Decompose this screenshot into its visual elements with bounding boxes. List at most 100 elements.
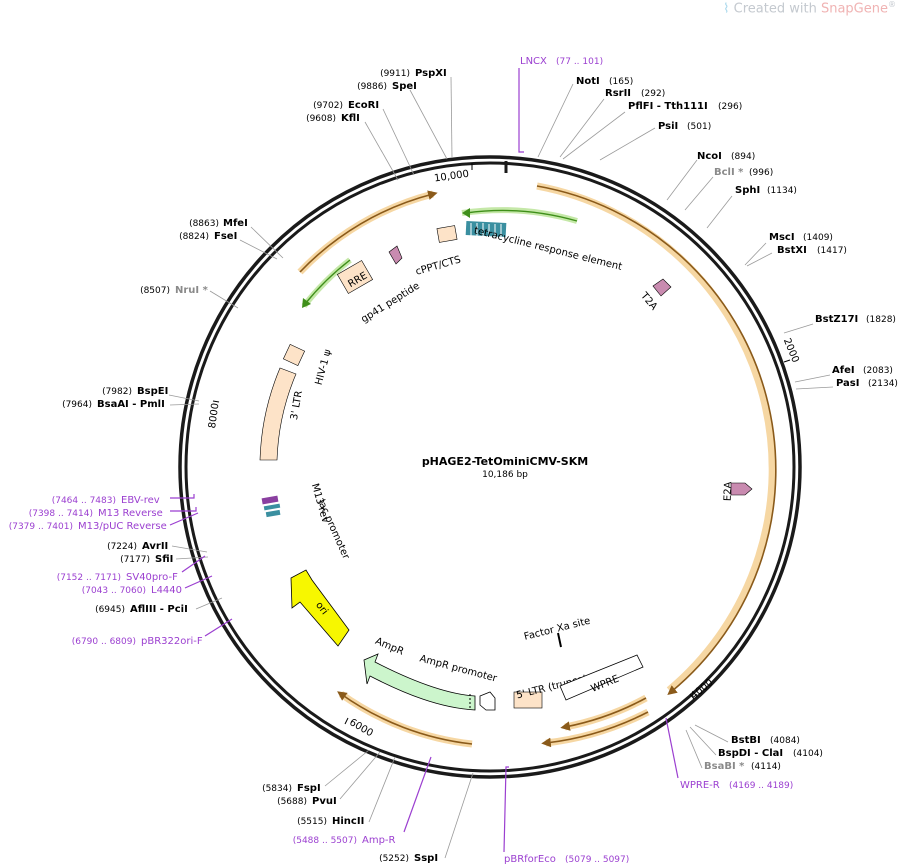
tick-mark-8000 xyxy=(212,400,220,403)
enzyme-label: SpeI xyxy=(392,81,417,92)
enzyme-label: BspDI - ClaI xyxy=(718,748,783,759)
enzyme-pos: (8824) xyxy=(179,232,209,242)
enzyme-label: MfeI xyxy=(223,218,248,229)
ltr5-shape xyxy=(513,691,543,709)
enzyme-labels-right: NotI (165) RsrII (292) PflFI - Tth111I (… xyxy=(576,76,898,772)
enzyme-pos: (8507) xyxy=(140,286,170,296)
enzyme-label: AflIII - PciI xyxy=(130,604,188,615)
primer-pos: (7464 .. 7483) xyxy=(52,496,116,506)
e2a-label: E2A xyxy=(723,481,735,501)
tick-label-2000: 2000 xyxy=(781,337,801,365)
tick-label-8000: 8000 xyxy=(207,402,221,429)
enzyme-label: AfeI xyxy=(832,365,855,376)
lac-label: lac promoter xyxy=(315,498,351,562)
ampr-promoter-label: AmpR promoter xyxy=(418,653,498,684)
ampr-shape xyxy=(363,653,476,711)
orf-arc-topleft-halo xyxy=(297,190,434,275)
tick-label-10000: 10,000 xyxy=(433,169,469,185)
enzyme-label: RsrII xyxy=(605,88,631,99)
enzyme-label: BsaBI * xyxy=(704,761,745,772)
tick-label-4000: 4000 xyxy=(689,677,716,702)
enzyme-pos: (5688) xyxy=(277,797,307,807)
enzyme-pos: (894) xyxy=(731,152,755,162)
enzyme-label: PsiI xyxy=(658,121,678,132)
enzyme-pos: (1417) xyxy=(817,246,847,256)
enzyme-pos: (2083) xyxy=(863,366,893,376)
t2a-label: T2A xyxy=(638,290,660,313)
watermark-logo-icon: ⌇ xyxy=(723,1,730,17)
primer-pos: (5488 .. 5507) xyxy=(293,836,357,846)
e2a-shape xyxy=(730,482,753,496)
orf-arcs xyxy=(297,182,777,748)
fxa-label: Factor Xa site xyxy=(523,616,592,643)
orf-arc-small-1-halo xyxy=(564,694,648,731)
enzyme-pos: (7224) xyxy=(107,542,137,552)
orf-arc-main xyxy=(536,185,777,696)
lac-shape xyxy=(265,509,281,518)
fxa-mark xyxy=(557,632,562,648)
enzyme-label: BstZ17I xyxy=(815,314,858,325)
enzyme-label: PflFI - Tth111I xyxy=(628,101,708,112)
enzyme-label: PvuI xyxy=(312,796,337,807)
gp41-shape xyxy=(388,245,403,265)
enzyme-pos: (1409) xyxy=(803,233,833,243)
enzyme-label: BclI * xyxy=(714,167,744,178)
orf-arc-small-1 xyxy=(560,697,647,731)
enzyme-pos: (4104) xyxy=(793,749,823,759)
primer-pos: (7379 .. 7401) xyxy=(9,522,73,532)
tick-mark-6000 xyxy=(344,717,349,725)
primer-pos: (7152 .. 7171) xyxy=(57,573,121,583)
green-arrow-top xyxy=(465,209,578,222)
enzyme-label: PasI xyxy=(836,378,859,389)
enzyme-pos: (8863) xyxy=(189,219,219,229)
tick-mark-2000 xyxy=(783,359,791,363)
enzyme-pos: (9702) xyxy=(313,101,343,111)
enzyme-label: KflI xyxy=(341,113,360,124)
gp41-label: gp41 peptide xyxy=(359,281,421,326)
enzyme-pos: (1828) xyxy=(866,315,896,325)
enzyme-label: SphI xyxy=(735,185,760,196)
backbone-outer-circle xyxy=(178,155,802,779)
enzyme-label: NotI xyxy=(576,76,600,87)
primer-pos: (5079 .. 5097) xyxy=(565,855,629,865)
enzyme-label: BspEI xyxy=(137,386,168,397)
backbone xyxy=(178,155,802,779)
enzyme-pos: (4084) xyxy=(770,736,800,746)
primer-pos: (4169 .. 4189) xyxy=(729,781,793,791)
enzyme-label: SspI xyxy=(414,853,438,864)
enzyme-pos: (1134) xyxy=(767,186,797,196)
enzyme-pos: (7177) xyxy=(120,555,150,565)
plasmid-size: 10,186 bp xyxy=(482,470,528,480)
tre-label: tetracycline response element xyxy=(473,225,623,273)
enzyme-label: MscI xyxy=(769,232,795,243)
orf-arc-topleft xyxy=(299,190,438,273)
watermark-prefix: Created with xyxy=(733,1,817,17)
hiv-psi-shape xyxy=(282,343,306,367)
enzyme-labels-left: (9911) PspXI (9886) SpeI (9702) EcoRI (9… xyxy=(62,68,447,864)
primer-label: EBV-rev xyxy=(121,495,160,506)
enzyme-pos: (5834) xyxy=(262,784,292,794)
enzyme-pos: (9886) xyxy=(357,82,387,92)
enzyme-label: NcoI xyxy=(697,151,722,162)
enzyme-pos: (4114) xyxy=(751,762,781,772)
snapgene-watermark: ⌇ Created with SnapGene® xyxy=(723,0,896,16)
ltr3-label: 3' LTR xyxy=(289,390,305,421)
primer-leaders xyxy=(169,68,679,853)
m13rev-shape-1 xyxy=(261,495,279,505)
primer-label: pBRforEco xyxy=(504,854,556,865)
enzyme-label: FseI xyxy=(214,231,237,242)
enzyme-label: BstBI xyxy=(731,735,761,746)
backbone-inner-circle xyxy=(184,161,796,773)
enzyme-pos: (9608) xyxy=(306,114,336,124)
enzyme-pos: (501) xyxy=(687,122,711,132)
enzyme-label: PspXI xyxy=(415,68,447,79)
primer-label: pBR322ori-F xyxy=(141,636,203,647)
tick-mark-4000 xyxy=(689,693,695,700)
t2a-shape xyxy=(652,278,672,297)
primer-pos: (7398 .. 7414) xyxy=(29,509,93,519)
green-features xyxy=(301,207,578,308)
m13rev-shape-2 xyxy=(263,503,281,511)
cppt-label: cPPT/CTS xyxy=(414,254,462,277)
primer-pos: (6790 .. 6809) xyxy=(72,637,136,647)
